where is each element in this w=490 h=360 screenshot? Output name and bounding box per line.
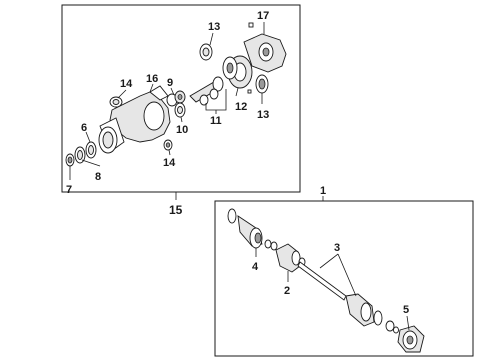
seal-13-upper (199, 43, 213, 61)
callout-3: 3 (334, 242, 340, 254)
bushing-14-upper (109, 96, 123, 108)
callout-9: 9 (167, 77, 173, 89)
pinion-gear-set (189, 76, 224, 106)
callout-1: 1 (320, 185, 326, 197)
callout-10: 10 (176, 124, 188, 136)
bearing-9 (166, 90, 186, 107)
leader-lines (69, 22, 410, 331)
callout-17: 17 (257, 10, 269, 22)
callout-2: 2 (284, 285, 290, 297)
callout-16: 16 (146, 73, 158, 85)
callout-14a: 14 (120, 78, 133, 90)
callout-6: 6 (81, 122, 87, 134)
circlip-4 (264, 239, 278, 251)
seal-ring-8 (74, 146, 86, 164)
callout-15: 15 (169, 203, 183, 217)
seal-ring-6 (85, 141, 97, 159)
differential-group-frame (61, 4, 301, 193)
ring-gear-case (222, 55, 253, 89)
callout-13a: 13 (208, 21, 220, 33)
circlip-5 (385, 320, 399, 334)
outer-boot (345, 293, 383, 327)
callout-13b: 13 (257, 109, 269, 121)
washer-14-lower (163, 139, 173, 151)
axle-shaft-group-frame (214, 200, 474, 357)
callout-11: 11 (210, 115, 222, 127)
seal-ring-7 (65, 153, 75, 167)
bearing-10 (174, 102, 186, 118)
seal-13-right (255, 74, 269, 94)
outer-cv-joint (397, 325, 425, 353)
differential-cover (243, 33, 287, 73)
inner-boot (275, 243, 306, 273)
callout-5: 5 (403, 304, 409, 316)
inner-cv-joint (227, 208, 263, 249)
axle-shaft (297, 261, 347, 301)
callout-12: 12 (235, 101, 247, 113)
callout-14b: 14 (163, 157, 176, 169)
callout-4: 4 (252, 261, 259, 273)
callout-7: 7 (66, 184, 72, 196)
callout-8: 8 (95, 171, 101, 183)
differential-carrier-housing (98, 85, 171, 154)
cover-bolts (247, 22, 254, 94)
